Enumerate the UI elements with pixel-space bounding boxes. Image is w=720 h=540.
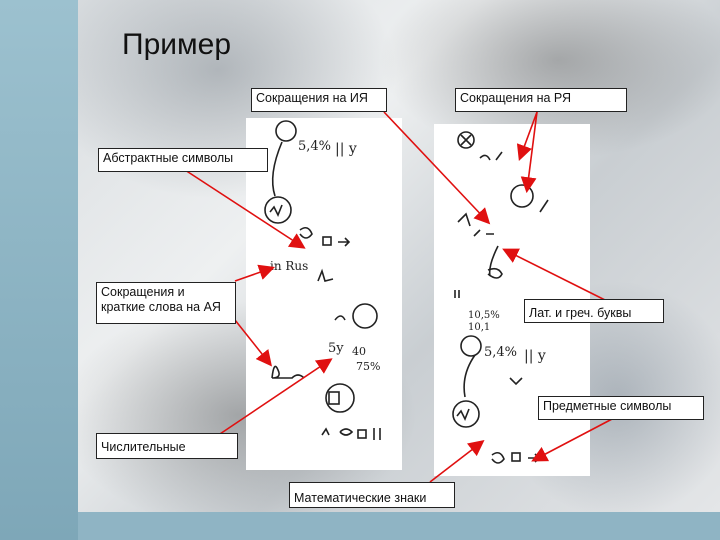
note-text: 75% [356, 360, 380, 373]
label-numerals: Числительные [96, 433, 238, 459]
note-text: || y [335, 141, 357, 157]
note-text: 5y [328, 341, 344, 356]
label-latin-greek: Лат. и греч. буквы [524, 299, 664, 323]
label-abbr-russian: Сокращения на РЯ [455, 88, 627, 112]
circled-symbol [510, 184, 534, 208]
note-text: 10,5% [468, 310, 500, 321]
note-text: 40 [352, 345, 366, 358]
circled-symbol [457, 131, 475, 149]
background-strip [0, 0, 78, 540]
annotation-arrows [184, 111, 615, 483]
arrow-latin-greek [502, 248, 606, 301]
circled-symbol [275, 120, 297, 142]
circled-symbol [352, 303, 378, 329]
note-text: 5,4% [298, 139, 331, 154]
circled-symbol [460, 335, 482, 357]
arrow-math-signs [429, 440, 485, 483]
note-text: 10,1 [468, 322, 490, 333]
arrow-numerals [207, 358, 333, 443]
label-abbr-foreign: Сокращения на ИЯ [251, 88, 387, 112]
label-subject-symbols: Предметные символы [538, 396, 704, 420]
arrow-abbr-russian-1 [516, 111, 538, 162]
handwriting-left [264, 120, 381, 440]
label-abstract-symbols: Абстрактные символы [98, 148, 268, 172]
label-math-signs: Математические знаки [289, 482, 455, 508]
note-text: in Rus [270, 259, 308, 273]
circled-symbol [264, 196, 292, 224]
note-text: 5,4% [484, 345, 517, 360]
note-text: || y [524, 348, 546, 364]
arrow-abbr-russian-2 [520, 111, 538, 194]
arrow-abstract-symbols [184, 169, 306, 249]
handwriting-right [452, 131, 549, 464]
slide-title: Пример [122, 28, 231, 61]
arrow-subject-symbols [531, 417, 615, 462]
arrow-abbr-short-words-2 [234, 319, 272, 367]
label-abbr-short-words: Сокращения и краткие слова на АЯ [96, 282, 236, 324]
circled-symbol [452, 400, 480, 428]
arrow-abbr-foreign [383, 111, 491, 225]
circled-symbol [325, 383, 355, 413]
arrow-abbr-short-words-1 [234, 264, 276, 282]
